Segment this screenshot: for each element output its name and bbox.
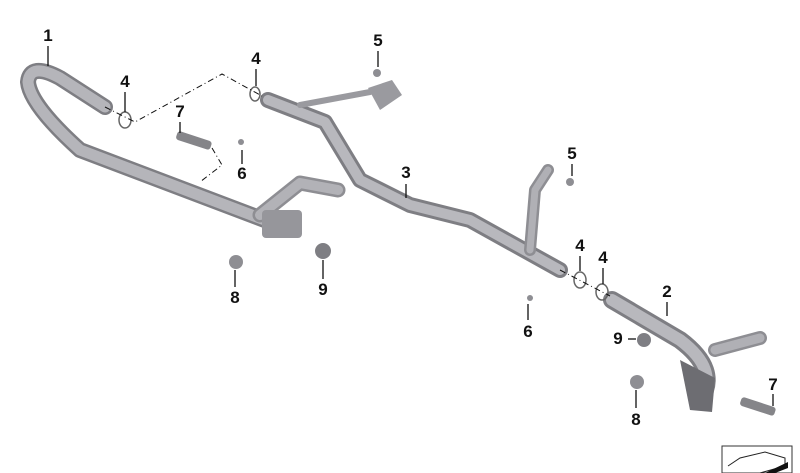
- callout-9: 9: [613, 329, 623, 348]
- leader-lines: [47, 46, 774, 408]
- callout-4: 4: [575, 236, 585, 255]
- bracket-left: [262, 210, 302, 238]
- callout-8: 8: [230, 288, 240, 307]
- callout-5: 5: [373, 31, 383, 50]
- part-1-left-bar: [20, 63, 346, 230]
- callout-3: 3: [401, 163, 411, 182]
- callout-5: 5: [567, 144, 577, 163]
- callout-7: 7: [768, 375, 778, 394]
- callout-4: 4: [598, 248, 608, 267]
- callout-6: 6: [237, 164, 247, 183]
- callout-8: 8: [631, 410, 641, 429]
- callout-6: 6: [523, 322, 533, 341]
- callout-7: 7: [175, 102, 185, 121]
- navigation-symbol-icon: [721, 445, 793, 473]
- callout-9: 9: [318, 280, 328, 299]
- callout-4: 4: [251, 49, 261, 68]
- part-3-center-bar: [260, 89, 568, 278]
- callout-1: 1: [43, 26, 53, 45]
- callout-4: 4: [120, 72, 130, 91]
- callout-2: 2: [662, 282, 672, 301]
